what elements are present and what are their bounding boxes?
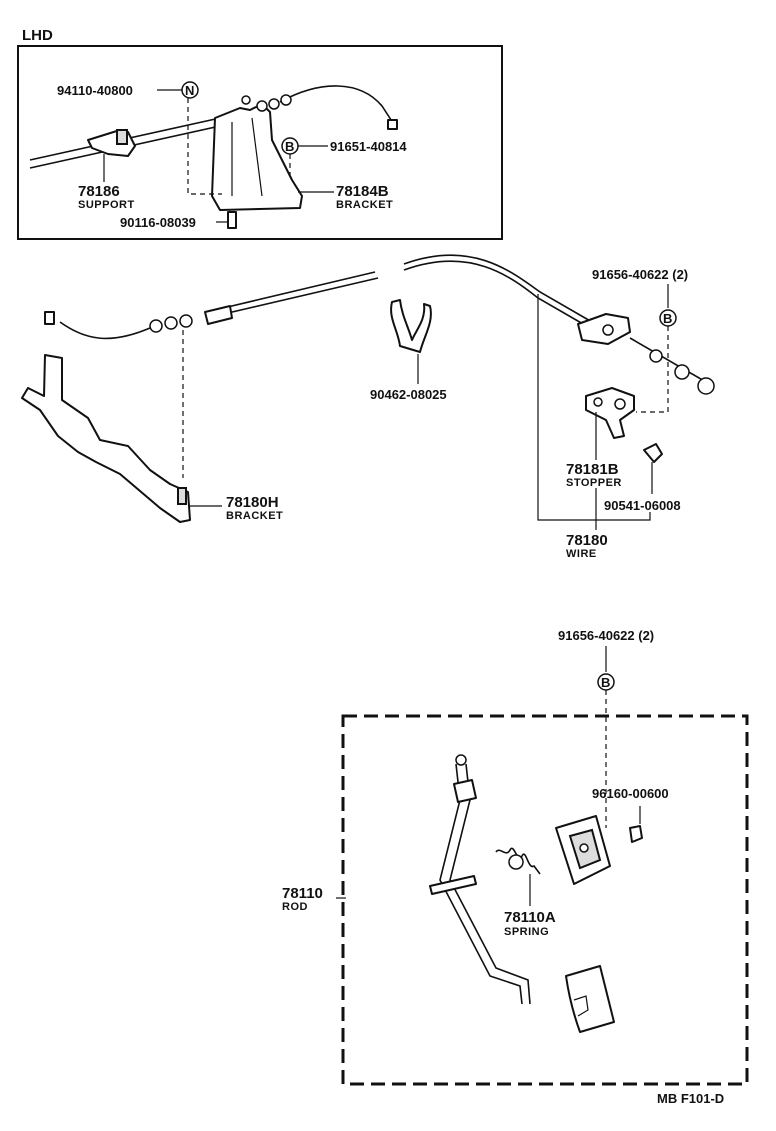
rod-holder-hole	[579, 843, 589, 853]
rod-assembly-frame	[341, 714, 749, 1086]
rod-78110-tip	[455, 754, 467, 766]
part-name-78110A: SPRING	[504, 926, 549, 938]
bracket-78180H-part	[21, 354, 191, 523]
wire-end-nut-c	[697, 377, 715, 395]
nut-symbol-n-letter: N	[185, 83, 194, 98]
wire-nut-c	[179, 314, 193, 328]
wire-cable-tip	[44, 311, 55, 325]
clamp-90462-part	[390, 299, 432, 353]
part-number-94110: 94110-40800	[57, 83, 133, 98]
part-code-78184B: 78184B	[336, 183, 389, 200]
part-code-78110A: 78110A	[504, 909, 556, 926]
wire-rod-right	[403, 254, 593, 323]
wire-nut-a	[149, 319, 163, 333]
wire-end-nut-a	[649, 349, 663, 363]
bolt-symbol-b-inset-letter: B	[285, 139, 294, 154]
part-code-78181B: 78181B	[566, 461, 619, 478]
spring-78110A-coil	[508, 854, 524, 870]
part-name-78110: ROD	[282, 901, 308, 913]
lhd-cable-end-fitting	[387, 119, 398, 130]
wire-end-thread	[629, 337, 707, 383]
part-name-78184B: BRACKET	[336, 199, 393, 211]
part-code-78180H: 78180H	[226, 494, 279, 511]
wire-cable-left	[59, 321, 151, 340]
support-clip	[116, 129, 128, 145]
part-number-91656-upper: 91656-40622 (2)	[592, 267, 688, 282]
screw-90541-part	[643, 443, 663, 463]
bracket-78184B-ring-a	[256, 100, 268, 112]
bolt-symbol-b-upper-letter: B	[663, 311, 672, 326]
pedal-pad-part	[565, 965, 615, 1033]
rod-78110-head	[453, 779, 477, 803]
lhd-cable-end	[279, 85, 396, 127]
wire-end-hole	[602, 324, 614, 336]
stopper-hole-a	[593, 397, 603, 407]
wire-cable-outer-2	[214, 277, 379, 317]
part-name-78186: SUPPORT	[78, 199, 135, 211]
bracket-78184B-ring-b	[268, 98, 280, 110]
nut-96160-part	[629, 825, 643, 843]
wire-nut-b	[164, 316, 178, 330]
dash-94110	[187, 98, 222, 195]
wire-cable-outer	[214, 271, 376, 311]
part-number-96160: 96160-00600	[592, 786, 669, 801]
part-name-78181B: STOPPER	[566, 477, 622, 489]
footer-code: MB F101-D	[657, 1091, 724, 1106]
clip-90116-part	[227, 211, 237, 229]
part-number-91656-lower: 91656-40622 (2)	[558, 628, 654, 643]
stopper-78181B-part	[585, 387, 635, 439]
part-number-90541: 90541-06008	[604, 498, 681, 513]
bracket-78184B-ring-d	[241, 95, 251, 105]
bracket-78180H-slot	[177, 487, 187, 505]
part-number-90116: 90116-08039	[120, 215, 196, 230]
part-name-78180H: BRACKET	[226, 510, 283, 522]
rod-78110-pin	[429, 875, 477, 895]
wire-group-bracket	[537, 294, 651, 521]
wire-cable-sleeve	[204, 305, 233, 325]
bolt-symbol-b-lower-letter: B	[601, 675, 610, 690]
bracket-78184B-fold	[231, 117, 263, 197]
lhd-inset-frame	[17, 45, 503, 240]
part-number-90462: 90462-08025	[370, 387, 447, 402]
stopper-hole-b	[614, 398, 626, 410]
wire-rod-right-2	[403, 260, 591, 329]
part-number-91651: 91651-40814	[330, 139, 407, 154]
wire-end-nut-b	[674, 364, 690, 380]
bracket-78184B-ring-c	[280, 94, 292, 106]
part-code-78180: 78180	[566, 532, 608, 549]
pedal-pad-slot	[573, 995, 589, 1017]
part-code-78110: 78110	[282, 885, 323, 902]
section-label-lhd: LHD	[22, 27, 53, 44]
dash-91656-upper	[636, 326, 669, 413]
part-name-78180: WIRE	[566, 548, 597, 560]
part-code-78186: 78186	[78, 183, 120, 200]
